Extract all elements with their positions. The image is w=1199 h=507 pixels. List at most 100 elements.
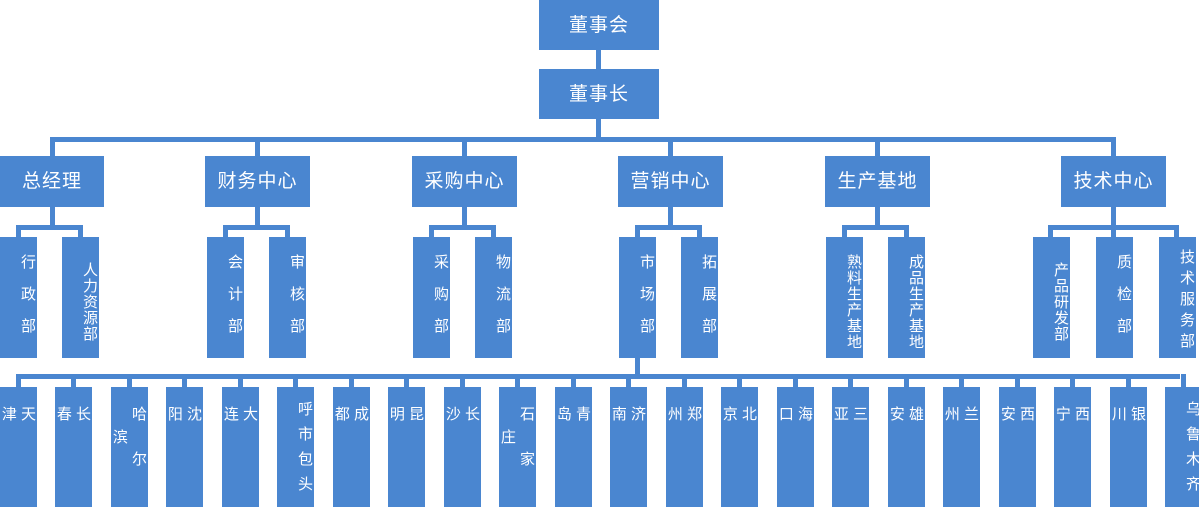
connector-board-to-chairman — [596, 50, 601, 69]
node-dept-expansion[interactable]: 拓展部 — [681, 237, 718, 358]
connector-dept-drop-g1-1 — [16, 225, 21, 237]
node-dept-market[interactable]: 市场部 — [619, 237, 656, 358]
node-division-finance-center[interactable]: 财务中心 — [205, 156, 310, 207]
connector-branch-drop — [460, 374, 465, 387]
connector-dept-bus-g1 — [16, 225, 83, 230]
connector-dept-drop-g4-1 — [635, 225, 640, 237]
connector-branch-drop — [238, 374, 243, 387]
node-board[interactable]: 董事会 — [539, 0, 659, 50]
connector-dept-bus-g5 — [842, 225, 909, 230]
node-division-production-base[interactable]: 生产基地 — [825, 156, 930, 207]
node-dept-quality-inspection[interactable]: 质检部 — [1096, 237, 1133, 358]
connector-dept-stem-g2 — [255, 207, 260, 226]
connector-dept-drop-g3-2 — [491, 225, 496, 237]
connector-branch-drop — [182, 374, 187, 387]
connector-dept-stem-g5 — [875, 207, 880, 226]
connector-division-stem-2 — [255, 137, 260, 156]
connector-branch-drop — [515, 374, 520, 387]
node-dept-product-rnd[interactable]: 产品研发部 — [1033, 237, 1070, 358]
node-division-technology-center[interactable]: 技术中心 — [1061, 156, 1166, 207]
node-dept-logistics[interactable]: 物流部 — [475, 237, 512, 358]
connector-dept-drop-g4-2 — [697, 225, 702, 237]
node-branch-xining[interactable]: 西宁 — [1054, 387, 1091, 507]
node-dept-human-resources[interactable]: 人力资源部 — [62, 237, 99, 358]
node-branch-lanzhou[interactable]: 兰州 — [943, 387, 980, 507]
node-dept-audit[interactable]: 审核部 — [269, 237, 306, 358]
connector-chairman-stem — [596, 119, 601, 138]
connector-dept-drop-g1-2 — [78, 225, 83, 237]
node-dept-accounting[interactable]: 会计部 — [207, 237, 244, 358]
node-branch-haikou[interactable]: 海口 — [777, 387, 814, 507]
node-division-general-manager[interactable]: 总经理 — [0, 156, 104, 207]
connector-branch-drop — [349, 374, 354, 387]
connector-branch-drop — [682, 374, 687, 387]
connector-dept-stem-g3 — [462, 207, 467, 226]
node-branch-beijing[interactable]: 北京 — [721, 387, 758, 507]
node-branch-tianjin[interactable]: 天津 — [0, 387, 37, 507]
connector-branch-drop — [571, 374, 576, 387]
node-branch-xian[interactable]: 西安 — [999, 387, 1036, 507]
connector-branch-drop — [793, 374, 798, 387]
node-dept-technical-service[interactable]: 技术服务部 — [1159, 237, 1196, 358]
node-chairman[interactable]: 董事长 — [539, 69, 659, 119]
connector-dept-stem-g4 — [668, 207, 673, 226]
connector-branch-drop — [404, 374, 409, 387]
node-branch-changsha[interactable]: 长沙 — [444, 387, 481, 507]
connector-branch-drop — [1070, 374, 1075, 387]
connector-dept-bus-g2 — [223, 225, 290, 230]
node-branch-hohhot-baotou[interactable]: 呼市包头 — [277, 387, 314, 507]
connector-division-stem-5 — [875, 137, 880, 156]
connector-branch-drop — [1015, 374, 1020, 387]
connector-branch-drop — [737, 374, 742, 387]
connector-division-stem-6 — [1111, 137, 1116, 156]
connector-dept-bus-g3 — [429, 225, 496, 230]
connector-division-stem-3 — [462, 137, 467, 156]
connector-branch-drop — [127, 374, 132, 387]
connector-branch-drop — [959, 374, 964, 387]
connector-branch-drop — [848, 374, 853, 387]
connector-dept-stem-g1 — [50, 207, 55, 226]
node-dept-administration[interactable]: 行政部 — [0, 237, 37, 358]
connector-dept-drop-g3-1 — [429, 225, 434, 237]
connector-dept-bus-g4 — [635, 225, 702, 230]
node-branch-qingdao[interactable]: 青岛 — [555, 387, 592, 507]
node-branch-yinchuan[interactable]: 银川 — [1110, 387, 1147, 507]
node-branch-shijiazhuang[interactable]: 石家庄 — [499, 387, 536, 507]
node-branch-chengdu[interactable]: 成都 — [333, 387, 370, 507]
connector-dept-drop-g6-3 — [1174, 225, 1179, 237]
node-division-marketing-center[interactable]: 营销中心 — [618, 156, 723, 207]
connector-division-stem-1 — [50, 137, 55, 156]
node-branch-changchun[interactable]: 长春 — [55, 387, 92, 507]
connector-dept-stem-g6 — [1111, 207, 1116, 226]
node-branch-xiongan[interactable]: 雄安 — [888, 387, 925, 507]
connector-dept-drop-g5-1 — [842, 225, 847, 237]
connector-branch-drop — [626, 374, 631, 387]
node-division-procurement-center[interactable]: 采购中心 — [412, 156, 517, 207]
node-branch-harbin[interactable]: 哈尔滨 — [111, 387, 148, 507]
connector-branch-drop — [71, 374, 76, 387]
connector-dept-drop-g6-1 — [1048, 225, 1053, 237]
connector-branch-drop — [1126, 374, 1131, 387]
node-branch-zhengzhou[interactable]: 郑州 — [666, 387, 703, 507]
connector-branch-drop — [293, 374, 298, 387]
connector-branch-drop — [1181, 374, 1186, 387]
node-dept-clinker-production-base[interactable]: 熟料生产基地 — [826, 237, 863, 358]
connector-division-stem-4 — [668, 137, 673, 156]
node-branch-urumqi[interactable]: 乌鲁木齐 — [1165, 387, 1199, 507]
connector-dept-drop-g6-2 — [1111, 225, 1116, 237]
node-dept-finished-product-base[interactable]: 成品生产基地 — [888, 237, 925, 358]
node-branch-sanya[interactable]: 三亚 — [832, 387, 869, 507]
node-branch-kunming[interactable]: 昆明 — [388, 387, 425, 507]
node-dept-purchasing[interactable]: 采购部 — [413, 237, 450, 358]
connector-branch-drop — [16, 374, 21, 387]
node-branch-shenyang[interactable]: 沈阳 — [166, 387, 203, 507]
node-branch-dalian[interactable]: 大连 — [222, 387, 259, 507]
connector-dept-drop-g5-2 — [904, 225, 909, 237]
connector-dept-drop-g2-2 — [285, 225, 290, 237]
connector-market-to-branch-bus — [635, 358, 640, 377]
connector-branch-drop — [904, 374, 909, 387]
connector-branch-bus — [16, 374, 1180, 379]
node-branch-jinan[interactable]: 济南 — [610, 387, 647, 507]
connector-dept-drop-g2-1 — [223, 225, 228, 237]
